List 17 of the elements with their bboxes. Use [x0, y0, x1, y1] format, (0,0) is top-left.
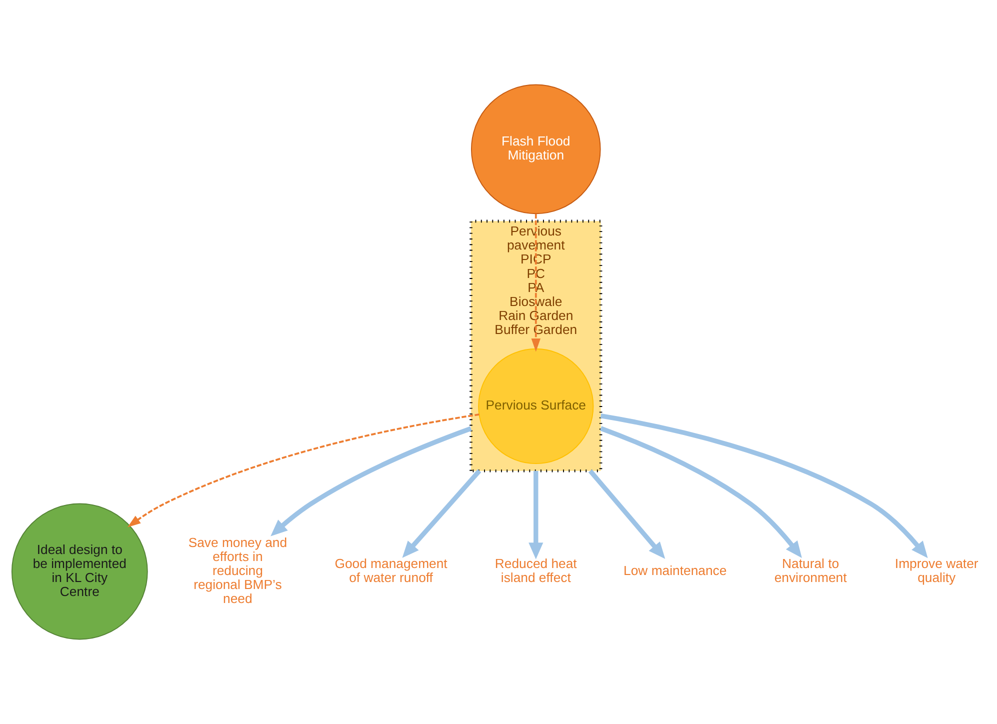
arrow	[270, 426, 472, 536]
node-circle: Flash Flood Mitigation	[470, 84, 601, 214]
node-text: Good management of water runoff	[334, 556, 448, 586]
arrow	[588, 469, 666, 559]
node-text: Save money and efforts in reducing regional BMP’s need	[188, 534, 288, 606]
arrow	[402, 469, 482, 558]
node-text: Low maintenance	[624, 562, 727, 578]
arrow	[600, 414, 928, 558]
node-circle: Ideal design to be implemented in KL City Centre	[11, 503, 148, 640]
arrow	[127, 414, 480, 528]
node-circle: Pervious Surface	[478, 348, 594, 464]
node-text: Natural to environment	[774, 556, 847, 586]
arrow	[531, 214, 541, 352]
node-text: Improve water quality	[894, 556, 978, 586]
arrow	[528, 470, 544, 560]
node-text: Reduced heat island effect	[494, 556, 577, 586]
arrow	[600, 426, 802, 558]
